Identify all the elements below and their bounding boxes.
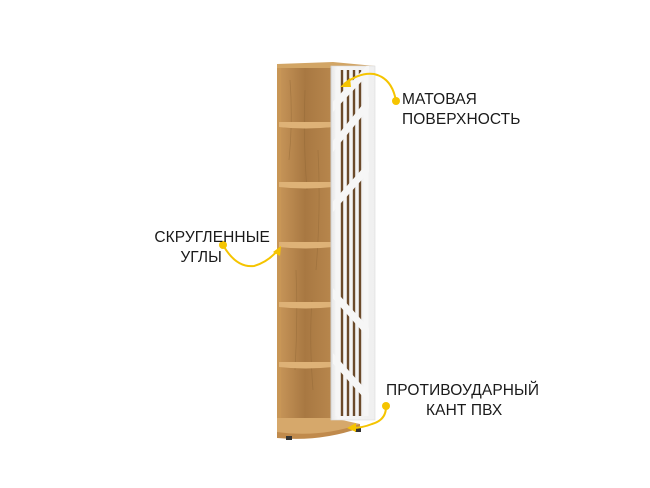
callout-line: СКРУГЛЕННЫЕ — [154, 229, 270, 246]
callout-line: ПРОТИВОУДАРНЫЙ — [386, 382, 540, 399]
curved-arrow-icon — [351, 406, 387, 429]
arrow-head-icon — [340, 78, 351, 87]
callout-matte-surface: МАТОВАЯ ПОВЕРХНОСТЬ — [402, 90, 521, 130]
curved-arrow-icon — [343, 72, 397, 102]
callout-line: УГЛЫ — [180, 249, 222, 266]
callout-line: ПОВЕРХНОСТЬ — [402, 111, 521, 128]
callout-pvc-edge: ПРОТИВОУДАРНЫЙ КАНТ ПВХ — [386, 381, 539, 421]
callout-line: КАНТ ПВХ — [426, 402, 503, 419]
callout-line: МАТОВАЯ — [402, 91, 477, 108]
callout-dot-icon — [219, 241, 227, 249]
callout-rounded-corners: СКРУГЛЕННЫЕ УГЛЫ — [135, 228, 270, 268]
lattice-door — [330, 65, 376, 421]
arrow-head-icon — [347, 423, 356, 432]
callout-dot-icon — [392, 97, 400, 105]
callout-dot-icon — [382, 402, 390, 410]
cabinet-foot — [286, 436, 292, 440]
cabinet-foot — [355, 428, 361, 432]
arrow-head-icon — [273, 246, 281, 256]
shelves — [277, 122, 360, 439]
curved-arrow-icon — [222, 244, 279, 268]
